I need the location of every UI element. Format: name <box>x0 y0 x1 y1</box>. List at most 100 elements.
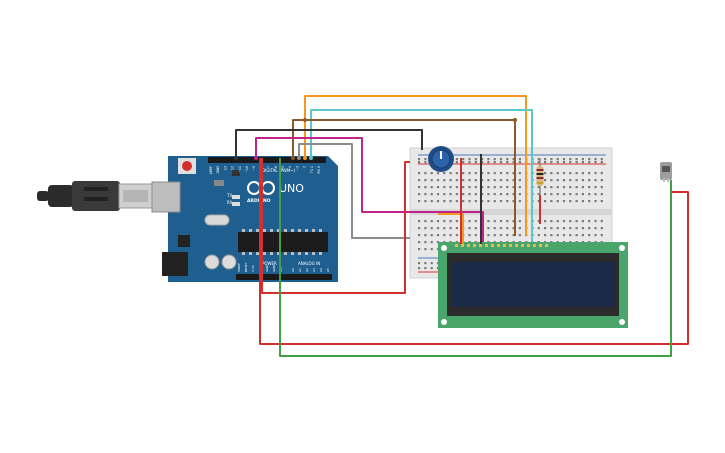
lcd-pin <box>545 244 548 247</box>
breadboard-hole <box>449 179 452 182</box>
breadboard-hole <box>581 234 584 237</box>
breadboard-hole <box>474 193 477 196</box>
digital-pin-label: 4 <box>288 166 292 168</box>
analog-pin-label: A5 <box>326 268 330 272</box>
breadboard-hole <box>418 248 421 251</box>
breadboard-hole <box>443 179 446 182</box>
analog-pin-label: A1 <box>298 268 302 272</box>
breadboard-hole <box>455 227 458 230</box>
breadboard-hole <box>424 200 427 203</box>
analog-pin-label: A2 <box>305 268 309 272</box>
breadboard-hole <box>562 193 566 196</box>
breadboard-hole <box>544 161 547 164</box>
breadboard-hole <box>499 220 503 223</box>
board-model: UNO <box>279 182 304 195</box>
breadboard-hole <box>499 234 503 237</box>
breadboard-hole <box>594 227 597 230</box>
breadboard-hole <box>474 186 477 189</box>
breadboard-hole <box>544 220 547 223</box>
breadboard-hole <box>499 179 503 182</box>
pushbutton[interactable] <box>660 162 672 182</box>
breadboard-hole <box>544 172 547 175</box>
breadboard-hole <box>487 161 490 164</box>
potentiometer[interactable] <box>428 146 454 172</box>
breadboard-hole <box>575 220 578 223</box>
usb-cable <box>37 181 153 211</box>
breadboard-hole <box>594 158 597 161</box>
breadboard-hole <box>493 234 496 237</box>
breadboard-hole <box>493 220 496 223</box>
breadboard-hole <box>468 200 471 203</box>
breadboard-hole <box>518 186 521 189</box>
breadboard-hole <box>556 234 559 237</box>
breadboard-hole <box>462 172 465 175</box>
digital-pin-label: ~10 <box>245 166 249 173</box>
lcd-pin <box>521 244 524 247</box>
breadboard-hole <box>556 227 559 230</box>
breadboard-hole <box>556 179 559 182</box>
breadboard-hole <box>506 220 509 223</box>
power-label: POWER <box>262 261 277 266</box>
breadboard-hole <box>443 172 446 175</box>
breadboard-hole <box>424 193 427 196</box>
breadboard-hole <box>544 200 547 203</box>
breadboard-hole <box>556 186 559 189</box>
wire-green <box>279 158 672 357</box>
breadboard-hole <box>481 193 484 196</box>
breadboard-hole <box>550 186 553 189</box>
breadboard-hole <box>550 227 553 230</box>
breadboard-hole <box>487 179 490 182</box>
breadboard-hole <box>562 161 566 164</box>
breadboard-hole <box>493 179 496 182</box>
arduino-uno-board[interactable]: UNO ARDUINO DIGITAL (PWM~) POWER ANALOG … <box>151 156 338 282</box>
breadboard-hole <box>550 220 553 223</box>
power-pin-label: 3.3V <box>251 264 255 272</box>
breadboard-hole <box>430 227 433 230</box>
breadboard-hole <box>556 161 559 164</box>
breadboard-hole <box>436 172 440 175</box>
breadboard-hole <box>493 227 496 230</box>
breadboard-hole <box>550 179 553 182</box>
analog-pin-label: A0 <box>291 268 295 272</box>
breadboard-hole <box>512 193 515 196</box>
breadboard-hole <box>506 234 509 237</box>
digital-pin-label: GND <box>216 165 220 173</box>
breadboard-hole <box>474 161 477 164</box>
breadboard-hole <box>418 267 421 270</box>
breadboard-hole <box>443 227 446 230</box>
breadboard-hole <box>455 161 458 164</box>
wire-red-long <box>259 158 689 345</box>
breadboard-hole <box>544 158 547 161</box>
breadboard-hole <box>588 186 591 189</box>
breadboard-hole <box>449 220 452 223</box>
breadboard-hole <box>487 234 490 237</box>
breadboard-hole <box>600 172 603 175</box>
breadboard-hole <box>544 186 547 189</box>
breadboard-hole <box>430 248 433 251</box>
breadboard-hole <box>462 179 465 182</box>
reset-button[interactable] <box>182 161 192 171</box>
breadboard-hole <box>569 193 572 196</box>
breadboard-hole <box>468 234 471 237</box>
breadboard-hole <box>575 179 578 182</box>
atmega-chip <box>238 232 328 252</box>
breadboard-hole <box>424 161 427 164</box>
breadboard-hole <box>550 158 553 161</box>
breadboard-hole <box>518 227 521 230</box>
lcd-16x2[interactable] <box>438 242 628 328</box>
breadboard-hole <box>556 172 559 175</box>
breadboard-hole <box>575 186 578 189</box>
breadboard-hole <box>537 158 540 161</box>
breadboard-hole <box>424 262 427 265</box>
breadboard-hole <box>600 193 603 196</box>
breadboard-hole <box>512 234 515 237</box>
breadboard-hole <box>424 227 427 230</box>
lcd-pin <box>539 244 542 247</box>
breadboard-hole <box>481 179 484 182</box>
breadboard-hole <box>481 200 484 203</box>
breadboard-hole <box>468 172 471 175</box>
breadboard-hole <box>424 248 427 251</box>
breadboard-hole <box>594 200 597 203</box>
breadboard-hole <box>424 267 427 270</box>
